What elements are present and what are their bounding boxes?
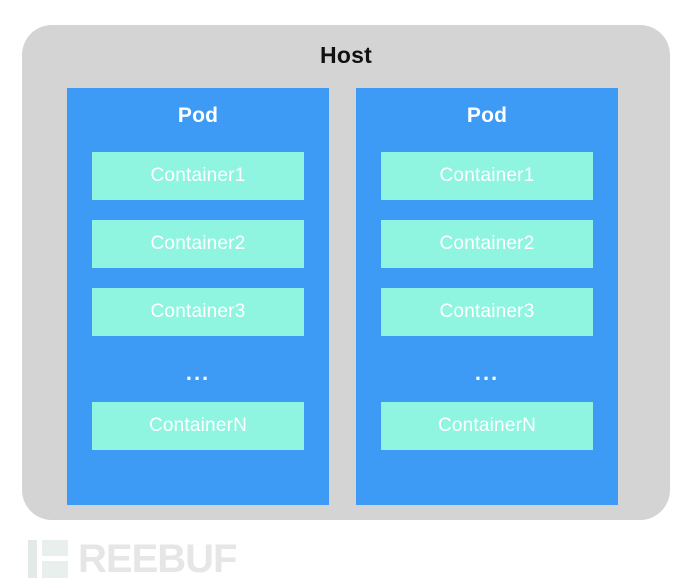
- container-box: Container2: [92, 220, 304, 268]
- ellipsis-row: ...: [92, 356, 304, 390]
- watermark: REEBUF: [28, 536, 237, 582]
- container-label: Container2: [439, 233, 535, 254]
- container-label: Container2: [150, 233, 246, 254]
- container-box: Container1: [92, 152, 304, 200]
- container-box: ContainerN: [381, 402, 593, 450]
- container-label: Container1: [439, 165, 535, 186]
- pods-row: Pod Container1 Container2 Container3 ...: [67, 88, 618, 505]
- pod-body: Container1 Container2 Container3 ... Con…: [356, 128, 618, 505]
- pod-title: Pod: [177, 104, 219, 127]
- ellipsis-row: ...: [381, 356, 593, 390]
- container-box: Container2: [381, 220, 593, 268]
- container-label: Container3: [439, 301, 535, 322]
- ellipsis-label: ...: [185, 360, 211, 386]
- container-box: Container1: [381, 152, 593, 200]
- pod-panel-right: Pod Container1 Container2 Container3 ...: [356, 88, 618, 505]
- logo-block-top: [42, 540, 68, 556]
- host-panel: Host Pod Container1 Container2 Container…: [22, 25, 670, 520]
- pod-body: Container1 Container2 Container3 ... Con…: [67, 128, 329, 505]
- pod-title: Pod: [466, 104, 508, 127]
- host-title: Host: [320, 42, 372, 68]
- ellipsis-label: ...: [474, 360, 500, 386]
- container-box: Container3: [381, 288, 593, 336]
- container-box: Container3: [92, 288, 304, 336]
- container-label: Container1: [150, 165, 246, 186]
- pod-panel-left: Pod Container1 Container2 Container3 ...: [67, 88, 329, 505]
- freebuf-logo-icon: [28, 538, 70, 580]
- container-box: ContainerN: [92, 402, 304, 450]
- logo-block-bottom: [42, 561, 68, 578]
- logo-bar: [28, 540, 37, 578]
- container-label: ContainerN: [148, 415, 248, 436]
- container-label: ContainerN: [437, 415, 537, 436]
- container-label: Container3: [150, 301, 246, 322]
- watermark-text: REEBUF: [78, 537, 237, 581]
